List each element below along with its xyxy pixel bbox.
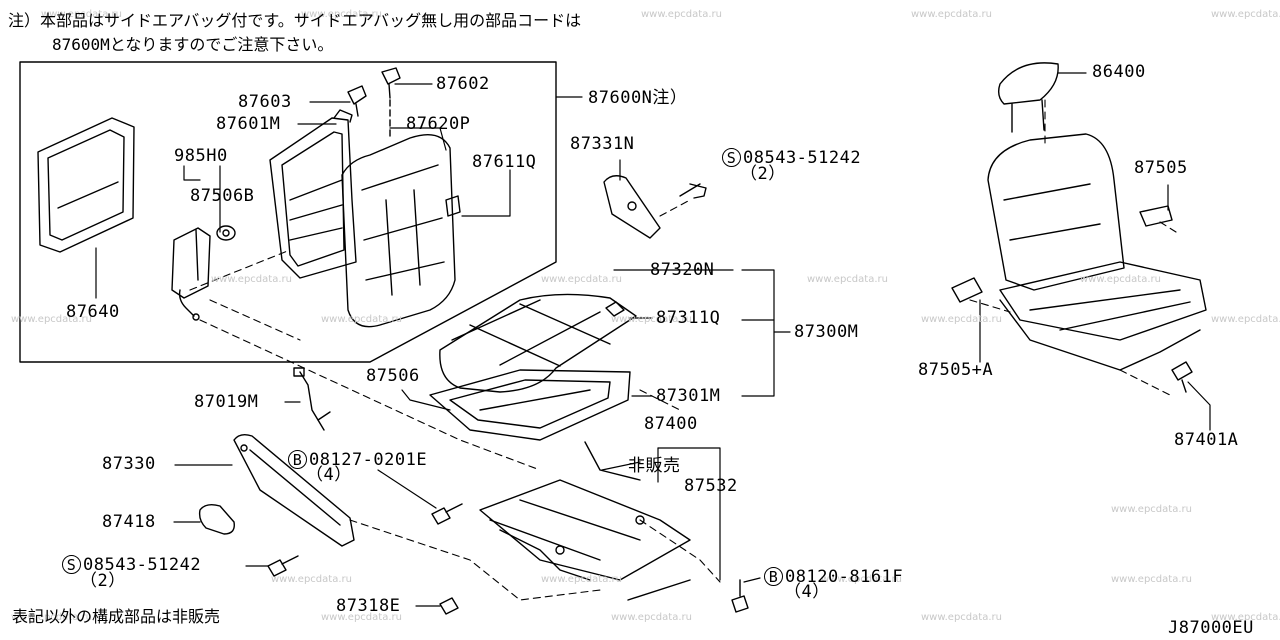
watermark: www.epcdata.ru: [1111, 504, 1192, 515]
part-qty-08127: （4）: [306, 465, 352, 485]
watermark: www.epcdata.ru: [11, 314, 92, 325]
part-label-87611Q[interactable]: 87611Q: [472, 152, 537, 172]
watermark: www.epcdata.ru: [1111, 574, 1192, 585]
watermark: www.epcdata.ru: [41, 9, 122, 20]
watermark: www.epcdata.ru: [541, 274, 622, 285]
part-label-86400[interactable]: 86400: [1092, 62, 1146, 82]
part-label-87331N[interactable]: 87331N: [570, 134, 635, 154]
side-panel-87640-drawing: [37, 117, 135, 253]
fastener-drawing: [267, 183, 1193, 615]
part-label-87506B[interactable]: 87506B: [190, 186, 255, 206]
watermark: www.epcdata.ru: [611, 314, 692, 325]
bolt-symbol-icon: B: [764, 567, 783, 586]
part-label-87401A[interactable]: 87401A: [1174, 430, 1239, 450]
part-qty-08120: （4）: [784, 582, 830, 602]
watermark: www.epcdata.ru: [1080, 274, 1161, 285]
leader-lines: [95, 72, 1211, 607]
part-label-87602[interactable]: 87602: [436, 74, 490, 94]
watermark: www.epcdata.ru: [1211, 9, 1280, 20]
screw-symbol-icon: S: [722, 148, 741, 167]
part-label-87603[interactable]: 87603: [238, 92, 292, 112]
bolt-symbol-icon: B: [288, 450, 307, 469]
watermark: www.epcdata.ru: [321, 612, 402, 623]
diagram-code: J87000EU: [1168, 618, 1254, 638]
slide-rail-drawing: [479, 441, 691, 601]
part-label-87400[interactable]: 87400: [644, 414, 698, 434]
seat-back-cushion-drawing: [341, 134, 461, 328]
part-number: 08543-51242: [83, 555, 202, 575]
assembly-frame: [19, 61, 557, 363]
cushion-frame-drawing: [429, 369, 631, 441]
part-label-87318E[interactable]: 87318E: [336, 596, 401, 616]
watermark: www.epcdata.ru: [271, 574, 352, 585]
watermark: www.epcdata.ru: [911, 9, 992, 20]
watermark: www.epcdata.ru: [301, 9, 382, 20]
part-number: 08120-8161F: [785, 567, 904, 587]
dashed-lines: [189, 99, 1177, 601]
part-label-87300M[interactable]: 87300M: [794, 322, 859, 342]
screw-symbol-icon: S: [62, 555, 81, 574]
part-label-87505A[interactable]: 87505+A: [918, 360, 994, 380]
part-label-87532[interactable]: 87532: [684, 476, 738, 496]
not-for-sale-label: 非販売: [628, 456, 681, 476]
side-trim-drawing: [603, 175, 661, 239]
part-label-87505[interactable]: 87505: [1134, 158, 1188, 178]
watermark: www.epcdata.ru: [11, 612, 92, 623]
part-label-87330[interactable]: 87330: [102, 454, 156, 474]
side-cover-drawing: [233, 433, 355, 547]
watermark: www.epcdata.ru: [821, 574, 902, 585]
part-label-87640[interactable]: 87640: [66, 302, 120, 322]
part-label-87311Q[interactable]: 87311Q: [656, 308, 721, 328]
watermark: www.epcdata.ru: [921, 612, 1002, 623]
part-label-87506[interactable]: 87506: [366, 366, 420, 386]
watermark: www.epcdata.ru: [541, 574, 622, 585]
part-number: 08543-51242: [743, 148, 862, 168]
part-label-87600N[interactable]: 87600N注）: [588, 88, 688, 108]
watermark: www.epcdata.ru: [807, 274, 888, 285]
watermark: www.epcdata.ru: [321, 314, 402, 325]
part-qty-08543-top: （2）: [740, 164, 786, 184]
seat-back-frame-drawing: [269, 109, 357, 279]
part-label-87620P[interactable]: 87620P: [406, 114, 471, 134]
wire-harness-drawing: [293, 367, 331, 431]
note-bottom: 表記以外の構成部品は非販売: [12, 607, 221, 626]
watermark: www.epcdata.ru: [1211, 314, 1280, 325]
note-top-line2: 87600Mとなりますのでご注意下さい。: [52, 35, 334, 54]
knob-drawing: [198, 503, 235, 535]
part-label-985H0[interactable]: 985H0: [174, 146, 228, 166]
part-qty-08543-bottom: （2）: [80, 571, 126, 591]
watermark: www.epcdata.ru: [921, 314, 1002, 325]
note-top-line1: 注）本部品はサイドエアバッグ付です。サイドエアバッグ無し用の部品コードは: [8, 11, 582, 30]
seat-cushion-drawing: [439, 293, 637, 393]
part-label-87601M[interactable]: 87601M: [216, 114, 281, 134]
airbag-module-drawing: [171, 225, 236, 321]
watermark: www.epcdata.ru: [211, 274, 292, 285]
part-label-87320N[interactable]: 87320N: [650, 260, 715, 280]
watermark: www.epcdata.ru: [1211, 612, 1280, 623]
part-number: 08127-0201E: [309, 450, 428, 470]
watermark: www.epcdata.ru: [611, 612, 692, 623]
watermark: www.epcdata.ru: [641, 9, 722, 20]
part-label-87418[interactable]: 87418: [102, 512, 156, 532]
clip-drawing: [347, 67, 401, 141]
part-label-87019M[interactable]: 87019M: [194, 392, 259, 412]
part-label-87301M[interactable]: 87301M: [656, 386, 721, 406]
